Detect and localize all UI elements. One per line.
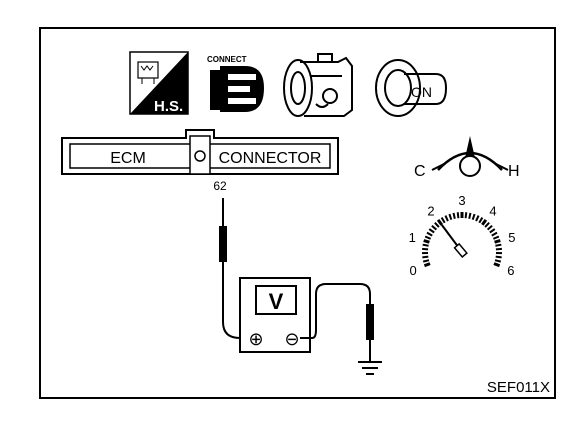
tachometer-tick-mark [448,213,453,221]
tachometer-tick-label: 3 [458,193,465,208]
temperature-gauge: C H [414,136,520,180]
ignition-on-label: ON [411,84,432,100]
ignition-key-icon: ON [375,59,448,117]
tachometer-tick-mark [422,243,429,247]
tachometer-tick-mark [426,231,433,237]
tachometer-tick-mark [494,259,502,263]
tachometer-tick-mark [495,255,502,259]
tachometer-tick-mark [492,235,500,240]
tachometer-tick-mark [486,224,493,231]
tachometer-tick-mark [423,262,431,268]
tachometer-tick-label: 6 [507,263,514,278]
engine-icon [283,53,353,117]
terminal-number: 62 [213,179,227,193]
ground-icon [358,361,382,375]
tachometer-tick-mark [464,212,468,219]
tachometer-tick-mark [481,219,488,226]
tachometer-tick-mark [431,224,438,231]
tachometer-tick-mark [422,255,429,259]
tachometer-tick-mark [495,243,502,247]
tachometer-tick-label: 5 [508,230,515,245]
tachometer-tick-mark [436,219,443,226]
tachometer-tick-mark [456,212,460,219]
tachometer-tick-mark [491,231,498,237]
tachometer-tick-label: 0 [410,263,417,278]
negative-probe [300,283,374,362]
connect-icon: CONNECT [207,55,264,112]
tachometer-tick-mark [423,239,430,244]
tachometer-tick-label: 1 [409,230,416,245]
positive-probe [219,198,248,339]
figure-code: SEF011X [487,379,550,396]
tachometer-tick-mark [471,213,476,221]
tachometer-tick-mark [468,212,472,219]
connect-label: CONNECT [207,55,247,64]
tachometer-tick-mark [444,215,449,222]
tachometer-tick-mark [424,235,432,240]
voltmeter-label: V [269,289,284,314]
tachometer-tick-mark [452,212,456,219]
tachometer-tick-mark [484,221,490,228]
temperature-cold-label: C [414,163,426,180]
tachometer-tick-mark [494,239,501,244]
tachometer-tick-mark [489,228,496,234]
tachometer: 0 12 3 45 6 [409,193,516,278]
hot-start-icon: H.S. [129,51,189,115]
tachometer-tick-mark [493,262,501,268]
tachometer-tick-mark [422,259,430,263]
negative-terminal: ⊖ [284,329,299,349]
tachometer-tick-mark [475,215,480,222]
hot-start-label: H.S. [154,98,183,115]
tachometer-tick-label: 4 [489,203,496,218]
connector-left-label: ECM [110,150,146,167]
connector-lock-icon [194,150,206,162]
voltmeter: V ⊕ ⊖ [239,277,311,353]
tachometer-tick-mark [428,228,435,234]
tachometer-hub [453,242,468,259]
tachometer-tick-label: 2 [427,203,434,218]
ecm-connector: ECM CONNECTOR [61,129,339,175]
tachometer-tick-mark [440,217,446,224]
connector-right-label: CONNECTOR [219,150,322,167]
temperature-needle [465,136,475,158]
tachometer-tick-mark [434,221,440,228]
positive-terminal: ⊕ [248,329,263,349]
temperature-hot-label: H [508,163,520,180]
tachometer-tick-mark [478,217,484,224]
